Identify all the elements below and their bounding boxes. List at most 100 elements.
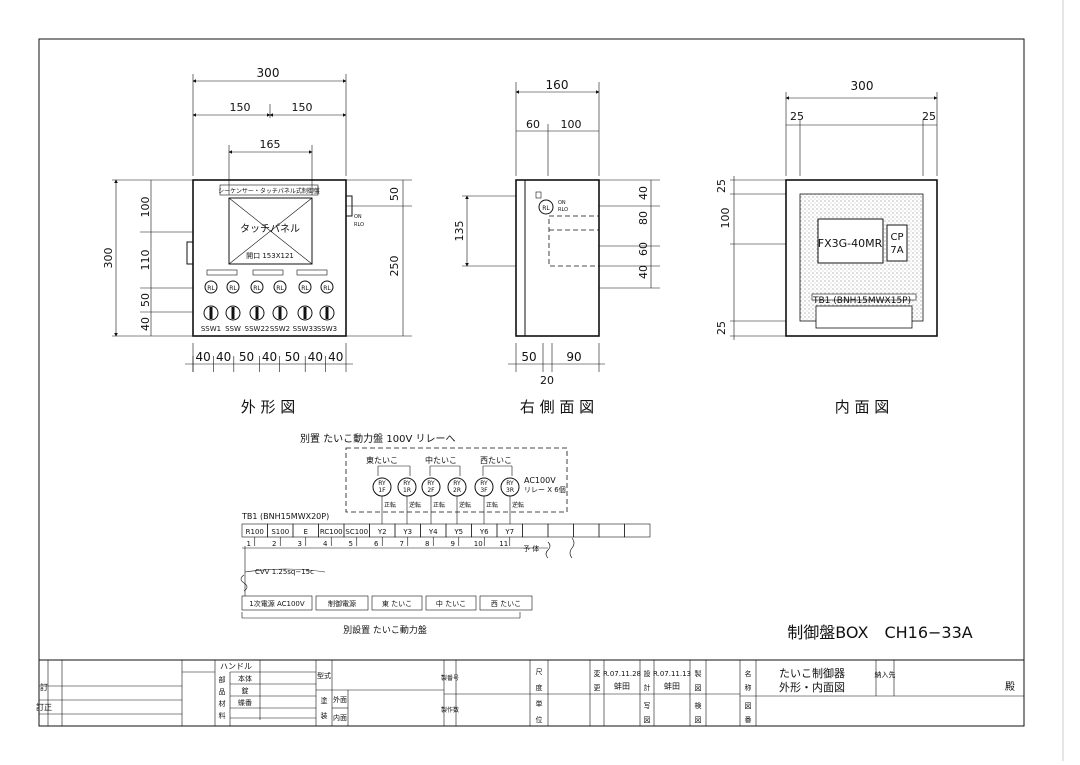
spare-label: 予 体 [523,544,539,553]
selector-switch-icon [203,305,219,321]
terminal-label: E [304,528,308,536]
dim-110: 110 [139,250,152,271]
relay-prefix: RY [453,480,461,487]
switch-handle [278,307,282,319]
tb-date-1: R.07.11.28 [603,670,641,678]
tb-product-no: 製番号 [441,674,459,682]
terminal-number: 9 [451,540,455,548]
tb-scale-2: 度 [536,683,543,692]
switch-label: SSW22 [245,325,270,333]
tb-scale-1: 尺 [536,668,543,676]
relay-dir: 逆転 [409,501,421,509]
tb-design-2: 計 [644,683,651,692]
tb-draw-1: 写 [644,702,651,710]
switch-handle [231,307,235,319]
cutout-label: 開口 153X121 [246,252,294,260]
tb-fig-1: 図 [745,702,752,710]
terminal-number: 4 [323,540,328,548]
terminal [547,523,574,538]
side-view-title: 右 側 面 図 [520,398,594,416]
side-lamp-label-1: ON [558,200,566,206]
relay-dir: 正転 [384,501,396,509]
tb-customer: 納入先 [875,670,896,679]
tb-handle: ハンドル [220,662,252,671]
dim-50-right: 50 [388,187,401,201]
terminal [624,523,651,538]
power-cell-label: 中 たいこ [436,599,466,608]
selector-switch-icon [225,305,241,321]
side-dim-160: 160 [546,78,569,92]
power-cell-label: 1次電源 AC100V [249,599,305,608]
terminal-block [815,305,913,329]
relay-prefix: RY [427,480,435,487]
dim-bottom-1: 40 [216,350,231,364]
side-lamp-label-2: RLO [558,207,568,213]
pilot-lamp-marker: RL [207,285,215,292]
side-dim-r1: 40 [637,186,650,200]
terminal-label: Y6 [479,528,489,536]
tb-revision-2: 訂正 [36,702,52,712]
terminal-label: R100 [246,528,264,536]
switch-label: SSW2 [270,325,290,333]
tb-parts-2: 品 [219,688,226,696]
switch-handle [303,307,307,319]
side-dim-135: 135 [453,221,466,242]
terminal-label: S100 [271,528,289,536]
pilot-lamp-icon [204,280,218,294]
terminal-number: 8 [425,540,429,548]
terminal [598,523,625,538]
dim-300: 300 [257,66,280,80]
side-dim-r2: 80 [637,211,650,225]
terminal-number: 7 [400,540,404,548]
tb-paint-2: 装 [321,711,328,720]
switch-handle [255,307,259,319]
terminal-label: SC100 [345,528,368,536]
side-lamp-marker: RL [542,205,550,212]
relay-prefix: RY [378,480,386,487]
group-east: 東たいこ [366,455,398,465]
terminal-number: 11 [499,540,508,548]
tb-change-2: 更 [594,684,601,692]
terminal-label: Y3 [402,528,412,536]
tb-fig-2: 番 [745,716,752,724]
wiring-header: 別置 たいこ動力盤 100V リレーへ [300,432,455,445]
tb-parts-3: 材 [219,699,226,708]
terminal-label: Y2 [377,528,387,536]
terminal-number: 5 [349,540,353,548]
tb-change-1: 変 [594,669,601,678]
side-dim-20: 20 [540,374,554,387]
power-cell [479,595,533,611]
pilot-lamp-icon [298,280,312,294]
dim-40-left: 40 [139,317,152,331]
cp-label-2: 7A [890,245,903,256]
tb-name-1: 名 [745,669,752,678]
side-lamp [345,195,353,217]
terminal-label: Y7 [504,528,514,536]
touch-panel-cutout [228,197,313,265]
terminal-number: 1 [247,540,251,548]
dim-bottom-0: 40 [196,350,211,364]
terminal-label: Y5 [453,528,463,536]
tb-parts-1: 部 [219,675,226,684]
inner-dim-v2: 100 [719,208,732,229]
side-dim-r4: 40 [637,265,650,279]
relay-prefix: RY [403,480,411,487]
tb-design-1: 設 [644,669,651,678]
inner-dim-v3: 25 [715,321,728,335]
pilot-lamp-marker: RL [276,285,284,292]
relay-prefix: RY [506,480,514,487]
power-cell [315,595,369,611]
pilot-lamp-marker: RL [301,285,309,292]
terminal-number: 10 [474,540,483,548]
side-dim-90: 90 [566,350,581,364]
relay-id: 3F [480,487,488,494]
plc-label: FX3G-40MR [818,237,883,250]
pilot-lamp-marker: RL [323,285,331,292]
tb-make-2: 図 [695,684,702,692]
selector-switch-icon [272,305,288,321]
